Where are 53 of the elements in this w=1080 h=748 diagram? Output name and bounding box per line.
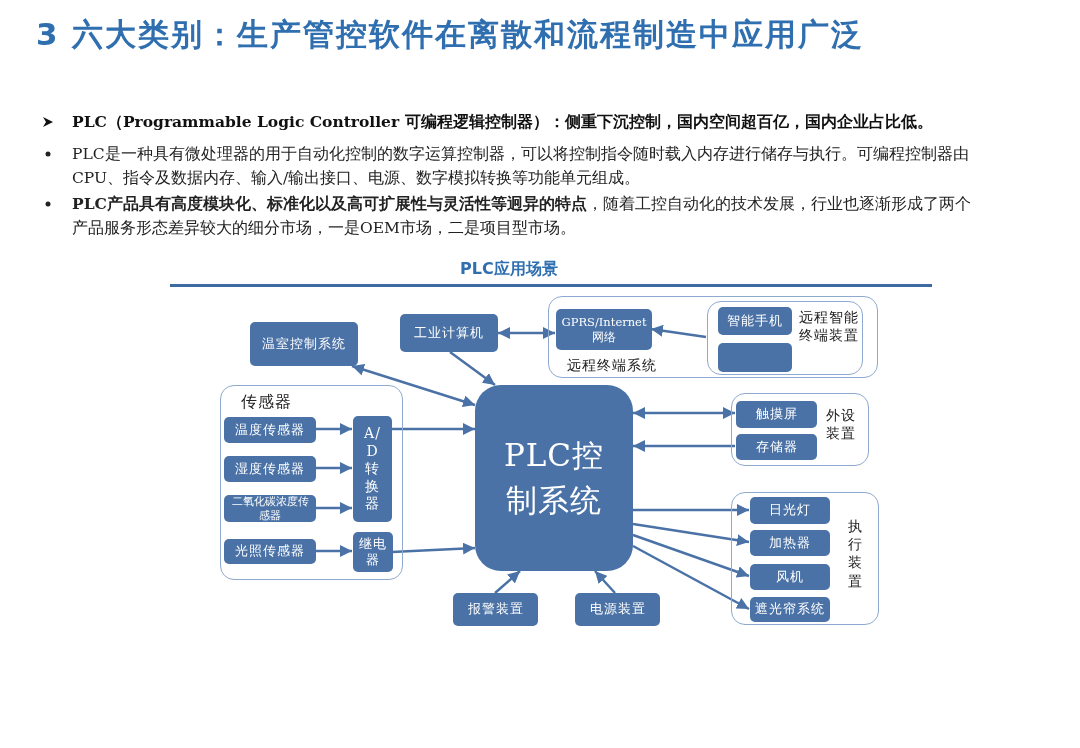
group-panel	[731, 393, 869, 466]
bullet-text: PLC产品具有高度模块化、标准化以及高可扩展性与灵活性等迥异的特点，随着工控自动化的技术发展，行业也逐渐形成了两个产品服务形态差异较大的细分市场，一是OEM市场，二是项目型市场。	[72, 193, 972, 239]
process-box: 二氧化碳浓度传感器	[224, 495, 316, 522]
bullet-text: PLC是一种具有微处理器的用于自动化控制的数字运算控制器，可以将控制指令随时载入内存进行储存与执行。可编程控制器由CPU、指令及数据内存、输入/输出接口、电源、数字模拟转换等功能单元组成。	[72, 144, 970, 189]
blank-box	[718, 343, 792, 372]
process-box: 加热器	[750, 530, 830, 556]
arrow	[315, 545, 352, 557]
controller-box: PLC控制系统	[475, 385, 633, 571]
arrow	[391, 542, 476, 555]
process-box: 湿度传感器	[224, 456, 316, 482]
arrow	[498, 327, 555, 339]
process-box: 存储器	[736, 434, 817, 460]
group-label: 外设装置	[825, 406, 857, 443]
process-box: 触摸屏	[736, 401, 817, 428]
arrow	[391, 423, 475, 435]
group-panel	[220, 385, 403, 580]
arrow	[315, 462, 352, 474]
group-panel	[731, 492, 879, 625]
group-label: 传感器	[241, 392, 293, 413]
arrow	[594, 570, 616, 594]
group-label: 执行装置	[846, 517, 864, 590]
arrow	[494, 570, 521, 594]
arrow	[449, 351, 496, 386]
process-box: 风机	[750, 564, 830, 590]
group-label: 远程终端系统	[566, 356, 658, 375]
process-box: 电源装置	[575, 593, 660, 626]
process-box: 报警装置	[453, 593, 538, 626]
process-box: GPRS/Internet 网络	[556, 309, 652, 350]
group-panel	[707, 301, 863, 375]
page-title: 3 六大类别：生产管控软件在离散和流程制造中应用广泛	[36, 15, 865, 54]
arrow	[632, 544, 750, 611]
arrow	[351, 363, 476, 408]
arrow	[632, 533, 750, 578]
arrow	[650, 324, 707, 339]
arrow	[315, 502, 352, 514]
group-label: 远程智能终端装置	[798, 308, 860, 345]
process-box: 工业计算机	[400, 314, 498, 352]
process-box: 温室控制系统	[250, 322, 358, 366]
arrow	[633, 407, 735, 419]
arrow	[633, 440, 735, 452]
arrow	[632, 522, 750, 547]
arrow	[633, 504, 749, 516]
diagram-heading: PLC应用场景	[460, 259, 558, 280]
process-box: 遮光帘系统	[750, 597, 830, 622]
process-box: 温度传感器	[224, 417, 316, 443]
bullet-text: PLC（Programmable Logic Controller 可编程逻辑控制器）：侧重下沉控制，国内空间超百亿，国内企业占比低。	[72, 111, 934, 133]
process-box: 光照传感器	[224, 539, 316, 564]
process-box: 日光灯	[750, 497, 830, 524]
arrow	[315, 423, 352, 435]
process-box: A/D转换器	[353, 416, 392, 522]
process-box: 智能手机	[718, 307, 792, 335]
group-panel	[548, 296, 878, 378]
process-box: 继电器	[353, 532, 393, 572]
